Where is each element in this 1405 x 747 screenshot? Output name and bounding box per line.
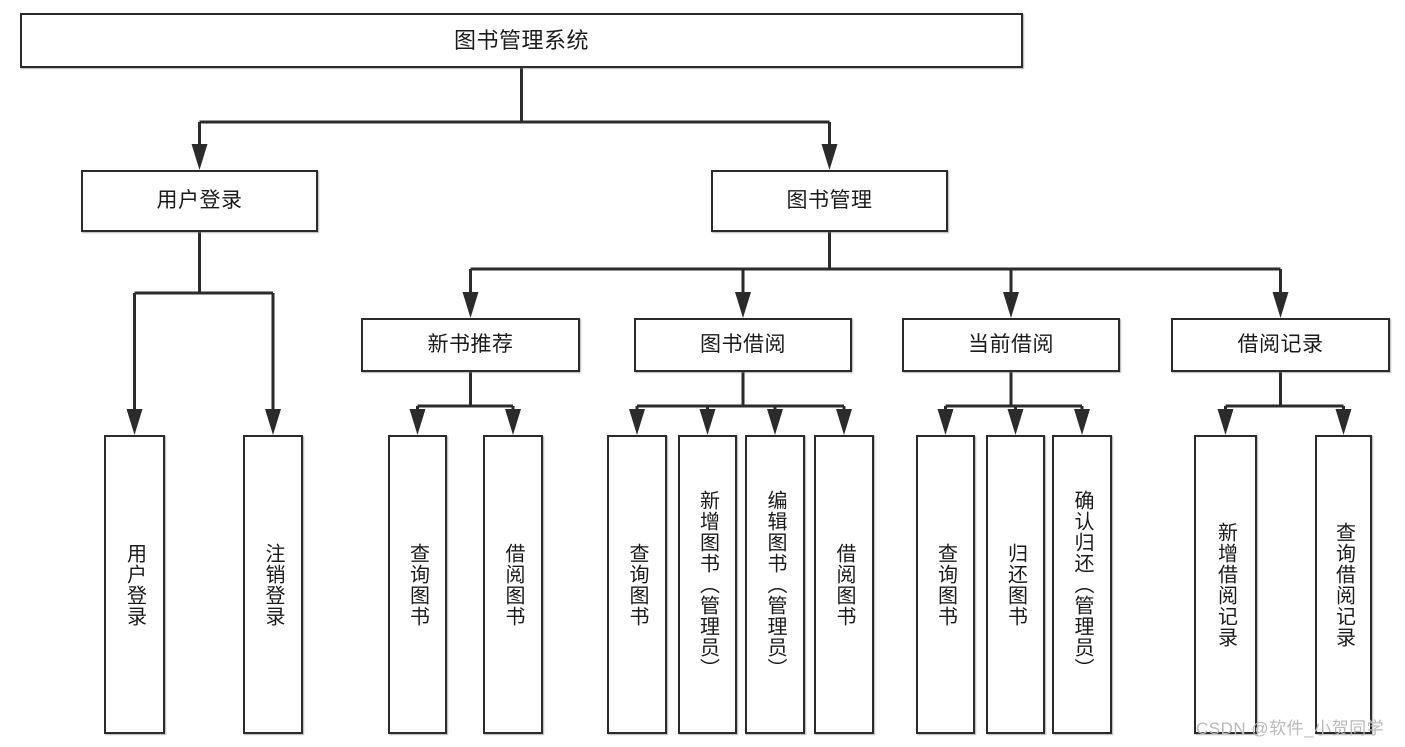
node-current-borrow[interactable]: 当前借阅 — [902, 318, 1120, 372]
node-borrow-record[interactable]: 借阅记录 — [1171, 318, 1390, 372]
node-leaf-add-record[interactable]: 新增借阅记录 — [1194, 435, 1257, 734]
node-label: 借阅图书 — [833, 542, 855, 627]
arrowhead-icon — [699, 409, 716, 435]
node-leaf-borrow-book-2[interactable]: 借阅图书 — [814, 435, 874, 734]
node-label: 查询借阅记录 — [1332, 521, 1355, 648]
node-leaf-query-book-2[interactable]: 查询图书 — [607, 435, 667, 734]
arrowhead-icon — [1007, 409, 1024, 435]
node-label: 查询图书 — [626, 542, 648, 627]
node-label: 查询图书 — [406, 542, 429, 627]
node-leaf-borrow-book-1[interactable]: 借阅图书 — [483, 435, 543, 734]
node-leaf-query-book-1[interactable]: 查询图书 — [388, 435, 447, 734]
arrowhead-icon — [937, 409, 954, 435]
arrowhead-icon — [505, 409, 521, 435]
node-label: 确认归还（管理员） — [1071, 490, 1093, 679]
arrowhead-icon — [1217, 409, 1234, 435]
arrowhead-icon — [191, 144, 208, 170]
node-book-borrow[interactable]: 图书借阅 — [634, 318, 852, 372]
arrowhead-icon — [126, 409, 143, 435]
node-label: 用户登录 — [123, 542, 146, 627]
arrowhead-icon — [735, 292, 751, 318]
arrowhead-icon — [1003, 292, 1019, 318]
node-label: 图书管理 — [786, 188, 873, 212]
node-leaf-user-logout[interactable]: 注销登录 — [243, 435, 303, 734]
node-leaf-confirm-return[interactable]: 确认归还（管理员） — [1052, 435, 1112, 734]
node-label: 新增图书（管理员） — [696, 490, 719, 679]
node-leaf-add-book[interactable]: 新增图书（管理员） — [678, 435, 737, 734]
arrowhead-icon — [1272, 292, 1289, 318]
arrowhead-icon — [265, 409, 281, 435]
node-root[interactable]: 图书管理系统 — [20, 13, 1023, 68]
node-label: 注销登录 — [262, 542, 284, 627]
node-label: 借阅记录 — [1237, 332, 1324, 356]
arrowhead-icon — [409, 409, 426, 435]
node-label: 当前借阅 — [968, 332, 1054, 356]
node-label: 用户登录 — [156, 188, 243, 212]
node-label: 新书推荐 — [427, 332, 514, 356]
node-leaf-user-login[interactable]: 用户登录 — [104, 435, 165, 734]
arrowhead-icon — [836, 409, 852, 435]
arrowhead-icon — [1074, 409, 1090, 435]
node-label: 图书管理系统 — [453, 27, 589, 53]
arrowhead-icon — [462, 292, 479, 318]
node-new-book-rec[interactable]: 新书推荐 — [361, 318, 580, 372]
node-label: 编辑图书（管理员） — [764, 490, 786, 679]
arrowhead-icon — [1335, 409, 1352, 435]
node-label: 归还图书 — [1004, 542, 1027, 627]
node-label: 新增借阅记录 — [1214, 521, 1237, 648]
edge-group — [126, 68, 1352, 435]
node-book-manage[interactable]: 图书管理 — [711, 170, 948, 232]
node-leaf-query-record[interactable]: 查询借阅记录 — [1315, 435, 1372, 734]
arrowhead-icon — [629, 409, 645, 435]
node-label: 查询图书 — [934, 542, 957, 627]
node-label: 借阅图书 — [502, 542, 524, 627]
node-user-login[interactable]: 用户登录 — [81, 170, 318, 232]
arrowhead-icon — [821, 144, 838, 170]
node-leaf-query-book-3[interactable]: 查询图书 — [916, 435, 975, 734]
node-leaf-return-book[interactable]: 归还图书 — [986, 435, 1045, 734]
node-label: 图书借阅 — [700, 332, 786, 356]
arrowhead-icon — [767, 409, 783, 435]
node-leaf-edit-book[interactable]: 编辑图书（管理员） — [745, 435, 805, 734]
